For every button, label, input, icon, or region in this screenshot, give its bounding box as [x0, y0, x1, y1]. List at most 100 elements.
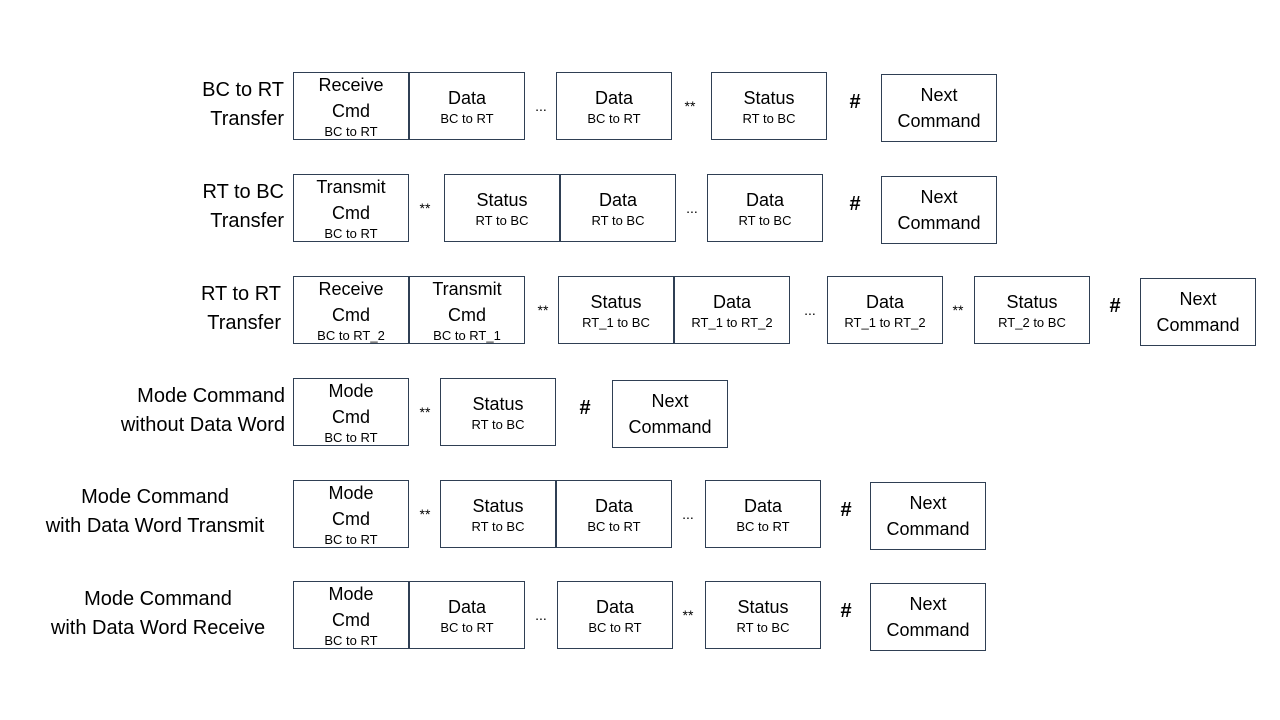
word-box: Data BC to RT	[556, 480, 672, 548]
word-title: Command	[886, 620, 970, 640]
word-title: Status	[743, 88, 795, 108]
word-title: Receive	[318, 279, 384, 299]
word-direction: BC to RT	[324, 532, 378, 547]
gap-separator: **	[684, 98, 696, 114]
gap-separator: **	[952, 302, 964, 318]
word-direction: RT to BC	[736, 620, 790, 635]
row-label: BC to RT Transfer	[202, 76, 284, 134]
hash-separator: #	[840, 499, 852, 521]
row-label-line: Mode Command	[84, 588, 232, 610]
word-title: Data	[745, 190, 785, 210]
word-title: Mode	[328, 584, 374, 604]
hash-separator: #	[849, 193, 861, 215]
word-title: Mode	[328, 483, 374, 503]
word-title: Data	[594, 496, 634, 516]
row-label-line: Transfer	[207, 312, 281, 334]
gap-separator: **	[419, 506, 431, 522]
hash-separator: #	[840, 600, 852, 622]
gap-separator: **	[419, 404, 431, 420]
word-direction: RT to BC	[742, 111, 796, 126]
word-direction: BC to RT	[324, 430, 378, 445]
row-label-line: with Data Word Transmit	[45, 515, 265, 537]
word-title: Command	[897, 213, 981, 233]
row-label-line: Transfer	[210, 210, 284, 232]
row-label-line: Mode Command	[137, 385, 285, 407]
word-title: Receive	[318, 75, 384, 95]
word-direction: BC to RT	[736, 519, 790, 534]
word-box: Data BC to RT	[705, 480, 821, 548]
word-title: Data	[712, 292, 752, 312]
word-direction: BC to RT	[440, 111, 494, 126]
hash-separator: #	[849, 91, 861, 113]
word-direction: RT to BC	[738, 213, 792, 228]
word-box: Status RT to BC	[711, 72, 827, 140]
word-direction: RT to BC	[591, 213, 645, 228]
word-title: Next	[920, 85, 958, 105]
ellipsis-separator: ...	[804, 302, 816, 318]
word-title: Data	[865, 292, 905, 312]
gap-separator: **	[419, 200, 431, 216]
word-direction: BC to RT	[324, 633, 378, 648]
word-direction: RT to BC	[471, 417, 525, 432]
word-title: Command	[897, 111, 981, 131]
word-title: Next	[651, 391, 689, 411]
word-title: Next	[909, 594, 947, 614]
word-title: Next	[1179, 289, 1217, 309]
word-title: Mode	[328, 381, 374, 401]
word-direction: RT_1 to BC	[582, 315, 650, 330]
word-title: Cmd	[331, 203, 370, 223]
word-title: Data	[447, 88, 487, 108]
row-label: RT to BC Transfer	[202, 178, 284, 236]
row-label-line: Transfer	[210, 108, 284, 130]
word-title: Status	[737, 597, 789, 617]
word-box: Data BC to RT	[409, 72, 525, 140]
word-title: Data	[743, 496, 783, 516]
word-title: Next	[909, 493, 947, 513]
hash-separator: #	[579, 397, 591, 419]
word-title: Cmd	[331, 509, 370, 529]
ellipsis-separator: ...	[535, 607, 547, 623]
word-title: Cmd	[331, 305, 370, 325]
word-title: Cmd	[447, 305, 486, 325]
ellipsis-separator: ...	[535, 98, 547, 114]
word-direction: RT_1 to RT_2	[691, 315, 773, 330]
word-title: Command	[886, 519, 970, 539]
word-title: Cmd	[331, 610, 370, 630]
gap-separator: **	[682, 607, 694, 623]
word-direction: RT_2 to BC	[998, 315, 1066, 330]
row-label-line: BC to RT	[202, 79, 284, 101]
row-label-line: with Data Word Receive	[50, 617, 266, 639]
ellipsis-separator: ...	[686, 200, 698, 216]
row-label-line: RT to RT	[200, 283, 281, 305]
word-title: Status	[590, 292, 642, 312]
word-title: Cmd	[331, 407, 370, 427]
word-direction: BC to RT	[440, 620, 494, 635]
word-title: Transmit	[432, 279, 502, 299]
word-title: Cmd	[331, 101, 370, 121]
word-title: Command	[628, 417, 712, 437]
word-title: Data	[595, 597, 635, 617]
row-label-line: RT to BC	[202, 181, 284, 203]
word-direction: BC to RT	[587, 519, 641, 534]
word-direction: BC to RT_2	[317, 328, 385, 343]
